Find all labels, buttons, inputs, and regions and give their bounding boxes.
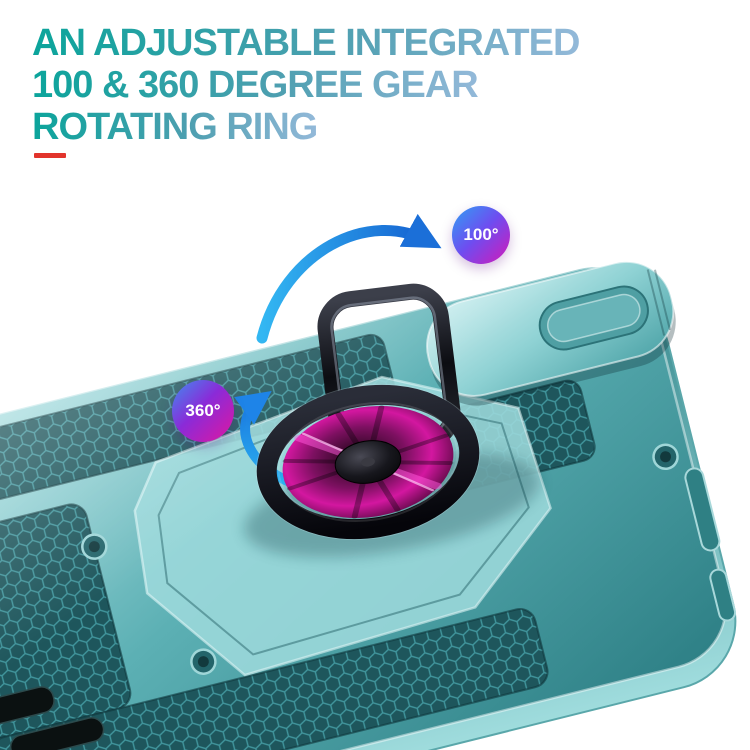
badge-100-label: 100° xyxy=(463,225,499,244)
camera-slider-ridge xyxy=(654,269,671,331)
headline-line-2: 100 & 360 DEGREE GEAR xyxy=(32,64,479,106)
headline-line-1: AN ADJUSTABLE INTEGRATED xyxy=(32,22,580,64)
badge-360-label: 360° xyxy=(185,401,221,420)
rotation-arrow-100 xyxy=(256,213,442,344)
headline: AN ADJUSTABLE INTEGRATED 100 & 360 DEGRE… xyxy=(32,22,580,148)
ring-disc xyxy=(255,383,481,541)
ring-torus xyxy=(256,384,480,540)
headline-line-3: ROTATING RING xyxy=(32,106,318,148)
badge-360-degree: 360° xyxy=(172,380,234,442)
badge-100-degree: 100° xyxy=(452,206,510,264)
red-accent-dash xyxy=(34,153,66,158)
camera-slider-ridge xyxy=(646,269,666,336)
ring-center-dot xyxy=(361,457,375,467)
ring-disc-rim xyxy=(277,402,459,522)
